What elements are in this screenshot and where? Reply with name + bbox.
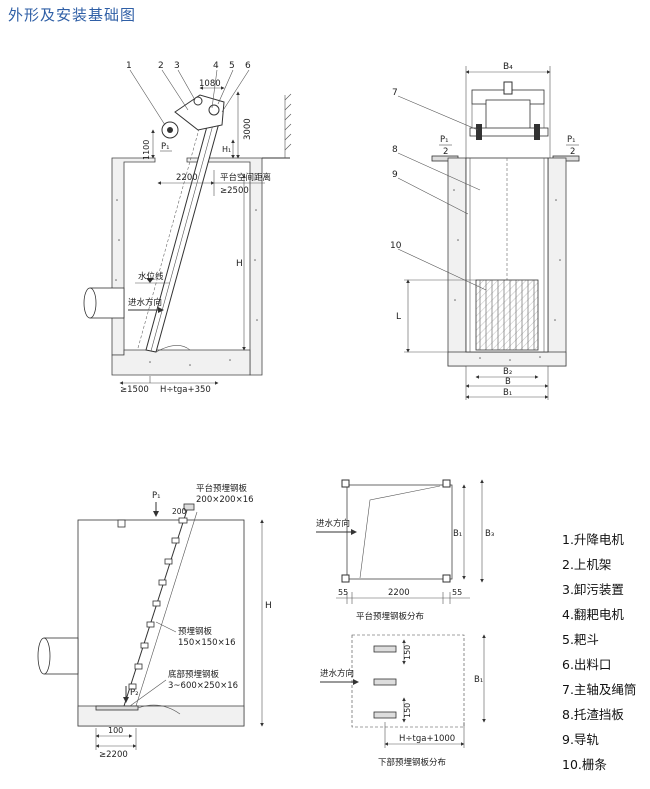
embed-plate-size: 150×150×16: [178, 638, 236, 648]
inflow-label: 进水方向: [128, 297, 162, 308]
h-dim-embed: H: [265, 601, 272, 611]
callout-4: 4: [213, 61, 219, 71]
callout-10: 10: [390, 241, 402, 251]
platform-layout: B₁ B₃ 进水方向 55 2200 55 平台预埋钢板分布: [316, 479, 494, 622]
bottom-outline: [351, 634, 465, 728]
p1-right: P₁: [567, 135, 576, 145]
dim-1100: 1100: [142, 140, 151, 160]
platform-b3: B₃: [485, 529, 494, 539]
legend-item: 10.栅条: [562, 757, 607, 772]
bottom-dim-label: H÷tga+350: [160, 385, 211, 395]
p1-label: P₁: [161, 142, 170, 152]
pit-outline: [77, 519, 245, 727]
dim-55-left: 55: [338, 588, 348, 597]
platform-b1: B₁: [453, 529, 462, 539]
legend-item: 5.耙斗: [562, 632, 599, 647]
side-view: 水位线 进水方向 1 2 3 4 5 6 1080 3000 1100 P₁ H…: [83, 61, 292, 395]
bottom-inflow: 进水方向: [320, 668, 354, 679]
embed-p2: P₂: [130, 688, 139, 698]
min-2500-label: ≥2500: [220, 186, 249, 196]
legend-item: 4.翻耙电机: [562, 607, 624, 622]
embed-view: P₁ 平台预埋钢板 200×200×16 200 预埋钢板 150×150×16…: [37, 483, 272, 760]
dim-55-right: 55: [452, 588, 462, 597]
water-level-label: 水位线: [138, 271, 164, 282]
callout-3: 3: [174, 61, 180, 71]
legend-item: 8.托渣挡板: [562, 707, 624, 722]
dim-3000: 3000: [243, 118, 253, 140]
half-left: 2: [443, 147, 448, 157]
callout-6: 6: [245, 61, 251, 71]
left-wall: [111, 157, 156, 356]
platform-plate-size: 200×200×16: [196, 495, 254, 505]
legend-item: 7.主轴及绳筒: [562, 682, 637, 697]
bottom-plate-title: 底部预埋钢板: [168, 669, 220, 680]
platform-space-label: 平台空间距离: [220, 172, 271, 183]
callout-7: 7: [392, 88, 398, 98]
platform-inflow: 进水方向: [316, 518, 350, 529]
bottom-layout-caption: 下部预埋钢板分布: [378, 757, 446, 768]
callout-5: 5: [229, 61, 235, 71]
b-label: B: [505, 377, 511, 387]
floor-slab: [111, 349, 251, 376]
b1-label: B₁: [503, 388, 512, 398]
b4-label: B₄: [503, 62, 513, 72]
h1-label: H₁: [222, 145, 231, 154]
main-shaft: [469, 127, 549, 137]
p1-left: P₁: [440, 135, 449, 145]
embed-p1: P₁: [152, 491, 161, 501]
legend-item: 6.出料口: [562, 657, 612, 672]
bottom-plate-size: 3~600×250×16: [168, 681, 238, 691]
callout-9: 9: [392, 170, 398, 180]
callout-2: 2: [158, 61, 164, 71]
parts-legend: 1.升降电机 2.上机架 3.卸污装置 4.翻耙电机 5.耙斗 6.出料口 7.…: [562, 527, 636, 777]
callout-8: 8: [392, 145, 398, 155]
platform-plate-title: 平台预埋钢板: [196, 483, 248, 494]
legend-item: 9.导轨: [562, 732, 599, 747]
page-title: 外形及安装基础图: [8, 6, 137, 24]
min-1500-label: ≥1500: [120, 385, 149, 395]
legend-item: 1.升降电机: [562, 532, 624, 547]
dim-2200-side: 2200: [176, 173, 198, 183]
b2-label: B₂: [503, 367, 512, 377]
half-right: 2: [570, 147, 575, 157]
embed-plate-title: 预埋钢板: [178, 626, 213, 637]
front-view: B₄ P₁ 2 P₁ 2: [390, 62, 580, 400]
dim-150-bottom: 150: [403, 703, 412, 718]
platform-outline: [346, 484, 453, 580]
bottom-b1: B₁: [474, 675, 483, 685]
bottom-layout: 150 150 B₁ 进水方向 H÷tga+1000 下部预埋钢板分布: [320, 634, 486, 768]
dim-100: 100: [108, 726, 123, 735]
bottom-dim-label: H÷tga+1000: [399, 734, 455, 744]
dim-150-top: 150: [403, 645, 412, 660]
l-label: L: [396, 312, 401, 322]
platform-layout-caption: 平台预埋钢板分布: [356, 611, 424, 622]
h-dim-side: H: [236, 259, 243, 269]
screen-bars: [475, 279, 539, 351]
front-right-wall: [547, 157, 567, 367]
legend-item: 2.上机架: [562, 557, 612, 572]
callout-1: 1: [126, 61, 132, 71]
front-floor: [447, 351, 567, 367]
dim-200: 200: [172, 507, 187, 516]
dim-1080: 1080: [199, 79, 221, 89]
front-left-wall: [447, 157, 467, 367]
min-2200-label: ≥2200: [99, 750, 128, 760]
legend-item: 3.卸污装置: [562, 582, 624, 597]
dim-2200-platform: 2200: [388, 588, 410, 598]
